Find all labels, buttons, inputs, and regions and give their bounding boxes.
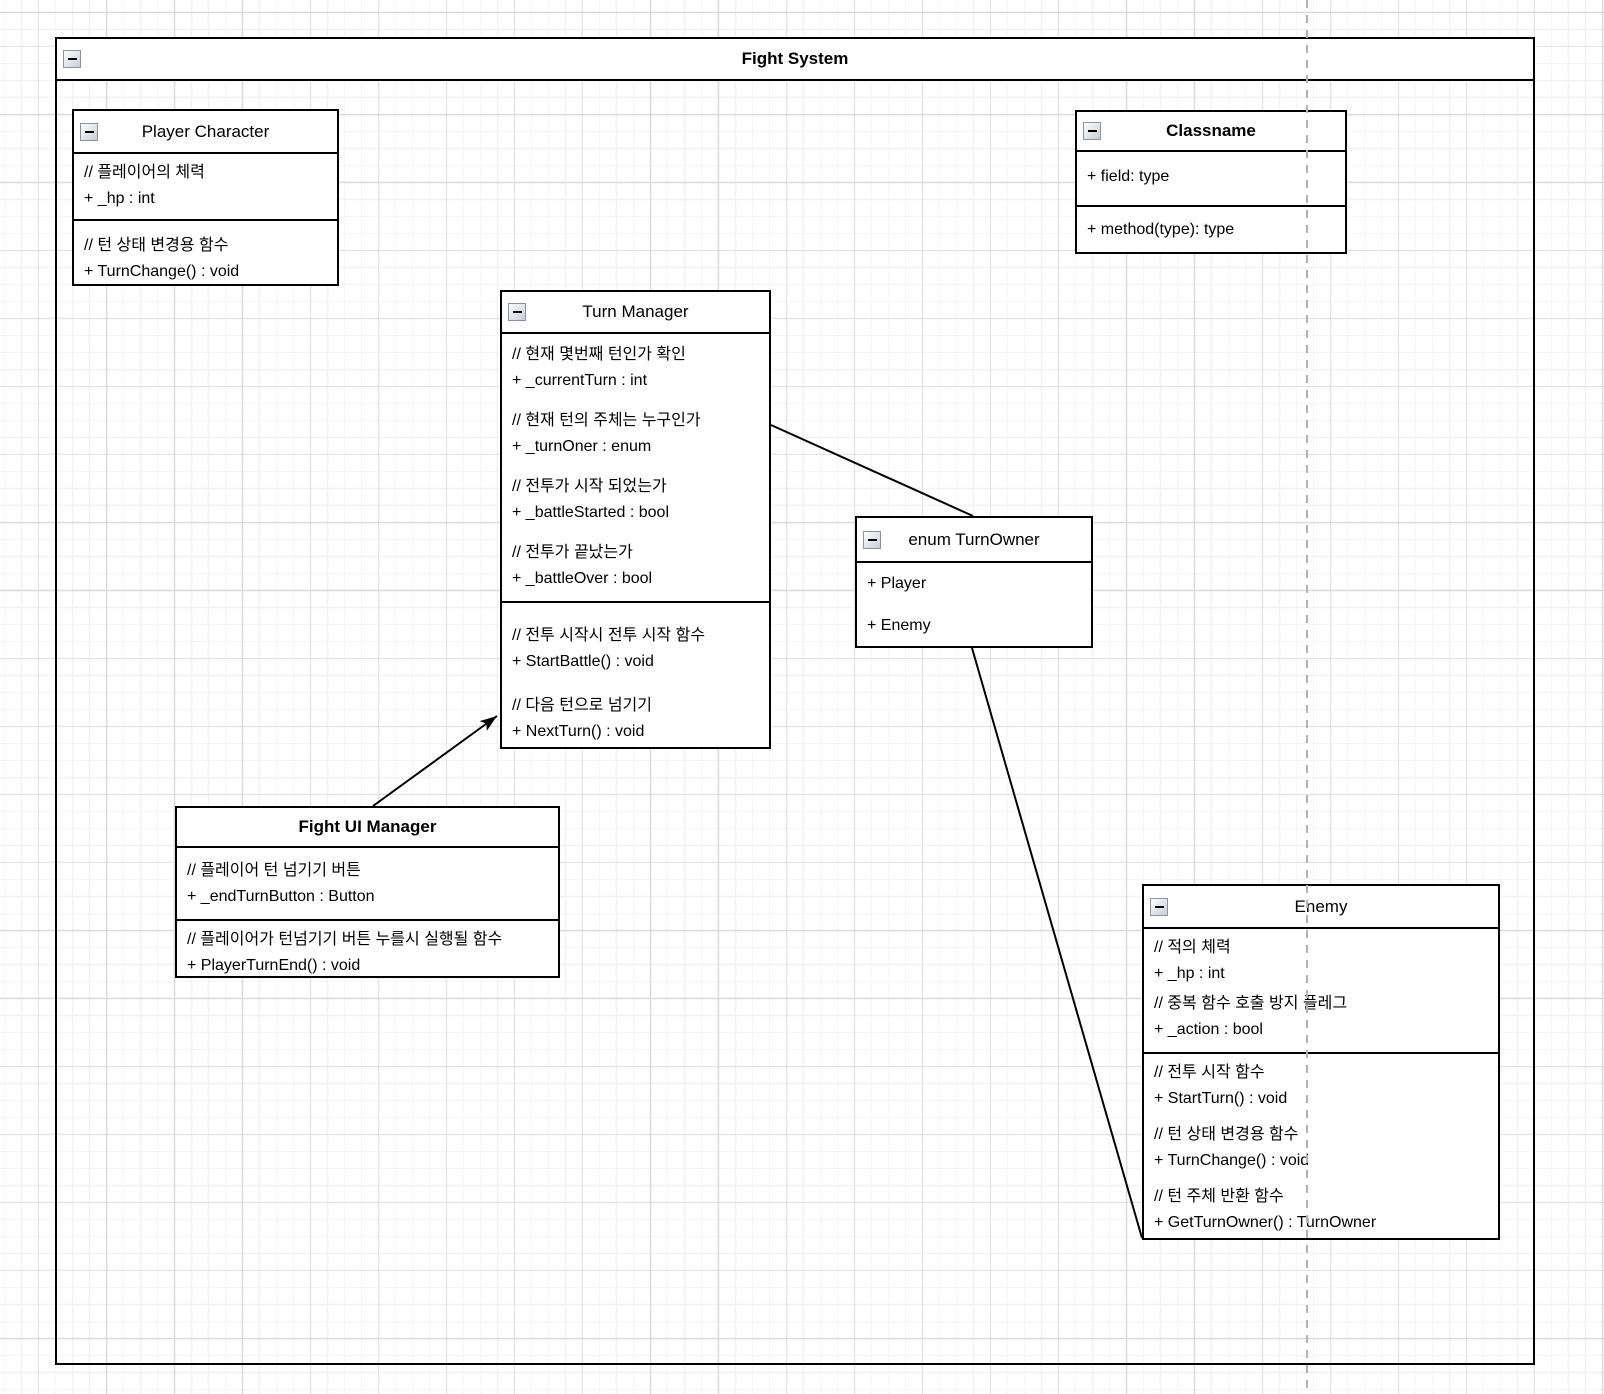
member-row: // 다음 턴으로 넘기기 + NextTurn() : void xyxy=(512,693,763,745)
member-decl: + PlayerTurnEnd() : void xyxy=(187,957,361,974)
class-title: Enemy xyxy=(1294,896,1348,916)
member-comment: // 턴 상태 변경용 함수 xyxy=(84,237,229,254)
methods-section: // 플레이어가 턴넘기기 버튼 누를시 실행될 함수 + PlayerTurn… xyxy=(177,919,558,978)
class-fight-ui-manager[interactable]: Fight UI Manager // 플레이어 턴 넘기기 버튼 + _end… xyxy=(175,806,560,978)
class-title-bar: Turn Manager xyxy=(502,292,769,334)
member-row: // 턴 주체 반환 함수 + GetTurnOwner() : TurnOwn… xyxy=(1154,1184,1492,1236)
class-title: Classname xyxy=(1166,121,1256,140)
methods-section: // 전투 시작 함수 + StartTurn() : void // 턴 상태… xyxy=(1144,1052,1498,1240)
class-title-bar: Fight UI Manager xyxy=(177,808,558,848)
class-title-bar: enum TurnOwner xyxy=(857,518,1091,563)
enum-value: + Player xyxy=(867,575,927,592)
member-decl: + NextTurn() : void xyxy=(512,723,645,740)
member-decl: + _action : bool xyxy=(1154,1021,1263,1038)
frame-title-label: Fight System xyxy=(741,49,849,68)
member-decl: + GetTurnOwner() : TurnOwner xyxy=(1154,1214,1377,1231)
class-classname[interactable]: Classname + field: type + method(type): … xyxy=(1075,110,1347,254)
member-comment: // 플레이어가 턴넘기기 버튼 누를시 실행될 함수 xyxy=(187,931,503,948)
member-row: // 전투가 끝났는가 + _battleOver : bool xyxy=(512,540,763,592)
member-decl: + _battleOver : bool xyxy=(512,570,653,587)
class-title-bar: Classname xyxy=(1077,112,1345,152)
class-player-character[interactable]: Player Character // 플레이어의 체력 + _hp : int… xyxy=(72,109,339,286)
member-comment: // 턴 주체 반환 함수 xyxy=(1154,1188,1284,1205)
member-row: // 전투가 시작 되었는가 + _battleStarted : bool xyxy=(512,474,763,526)
member-row: // 플레이어 턴 넘기기 버튼 + _endTurnButton : Butt… xyxy=(187,858,552,910)
member-decl: + _currentTurn : int xyxy=(512,372,648,389)
methods-section: + method(type): type xyxy=(1077,205,1345,252)
class-title-bar: Enemy xyxy=(1144,886,1498,929)
member-decl: + TurnChange() : void xyxy=(1154,1152,1310,1169)
collapse-icon[interactable] xyxy=(863,530,881,549)
collapse-icon[interactable] xyxy=(508,303,526,321)
member-comment: // 플레이어의 체력 xyxy=(84,164,205,181)
member-decl: + _turnOner : enum xyxy=(512,438,652,455)
collapse-icon[interactable] xyxy=(1150,897,1168,916)
member-decl: + _endTurnButton : Button xyxy=(187,888,375,905)
member-comment: // 중복 함수 호출 방지 플레그 xyxy=(1154,995,1348,1012)
member-comment: // 현재 몇번째 턴인가 확인 xyxy=(512,346,686,363)
enum-value: + Enemy xyxy=(867,616,931,634)
methods-section: // 전투 시작시 전투 시작 함수 + StartBattle() : voi… xyxy=(502,601,769,749)
page-break-line xyxy=(1306,0,1308,1394)
member-decl: + TurnChange() : void xyxy=(84,263,240,280)
member-row: // 턴 상태 변경용 함수 + TurnChange() : void xyxy=(1154,1122,1492,1174)
collapse-icon[interactable] xyxy=(80,122,98,141)
member-comment: // 전투가 끝났는가 xyxy=(512,544,633,561)
member-row: // 전투 시작시 전투 시작 함수 + StartBattle() : voi… xyxy=(512,623,763,675)
enum-value-row: + Player xyxy=(857,563,1091,605)
member-comment: // 적의 체력 xyxy=(1154,939,1231,956)
member-row: // 플레이어가 턴넘기기 버튼 누를시 실행될 함수 + PlayerTurn… xyxy=(187,927,552,979)
member-row: // 전투 시작 함수 + StartTurn() : void xyxy=(1154,1060,1492,1112)
member-row: // 플레이어의 체력 + _hp : int xyxy=(84,160,331,212)
methods-section: // 턴 상태 변경용 함수 + TurnChange() : void xyxy=(74,219,337,286)
fields-section: // 플레이어의 체력 + _hp : int xyxy=(74,154,337,219)
class-title: Turn Manager xyxy=(582,302,689,321)
collapse-icon[interactable] xyxy=(63,50,81,68)
member-comment: // 전투 시작 함수 xyxy=(1154,1064,1265,1081)
member-row: // 현재 몇번째 턴인가 확인 + _currentTurn : int xyxy=(512,342,763,394)
fields-section: // 현재 몇번째 턴인가 확인 + _currentTurn : int //… xyxy=(502,334,769,601)
member-comment: // 현재 턴의 주체는 누구인가 xyxy=(512,412,701,429)
class-title: enum TurnOwner xyxy=(908,529,1040,549)
collapse-icon[interactable] xyxy=(1083,122,1101,140)
class-enum-turnowner[interactable]: enum TurnOwner + Player + Enemy xyxy=(855,516,1093,648)
member-row: // 턴 상태 변경용 함수 + TurnChange() : void xyxy=(84,233,331,285)
member-row: // 현재 턴의 주체는 누구인가 + _turnOner : enum xyxy=(512,408,763,460)
member-decl: + _battleStarted : bool xyxy=(512,504,669,521)
fields-section: // 적의 체력 + _hp : int // 중복 함수 호출 방지 플레그 … xyxy=(1144,929,1498,1052)
member-decl: + _hp : int xyxy=(84,190,155,207)
member-row: // 적의 체력 + _hp : int xyxy=(1154,935,1492,987)
class-title-bar: Player Character xyxy=(74,111,337,154)
member-decl: + StartBattle() : void xyxy=(512,653,654,670)
member-decl: + StartTurn() : void xyxy=(1154,1090,1288,1107)
class-title: Fight UI Manager xyxy=(298,817,437,836)
member-decl: + field: type xyxy=(1087,168,1170,185)
fields-section: + field: type xyxy=(1077,152,1345,205)
member-comment: // 플레이어 턴 넘기기 버튼 xyxy=(187,862,361,879)
class-enemy[interactable]: Enemy // 적의 체력 + _hp : int // 중복 함수 호출 방… xyxy=(1142,884,1500,1240)
member-decl: + method(type): type xyxy=(1087,221,1235,238)
enum-value-row: + Enemy xyxy=(857,605,1091,646)
member-comment: // 전투 시작시 전투 시작 함수 xyxy=(512,627,706,644)
member-row: // 중복 함수 호출 방지 플레그 + _action : bool xyxy=(1154,991,1492,1043)
fight-system-frame[interactable]: Fight System xyxy=(55,37,1535,1365)
member-comment: // 턴 상태 변경용 함수 xyxy=(1154,1126,1299,1143)
fields-section: // 플레이어 턴 넘기기 버튼 + _endTurnButton : Butt… xyxy=(177,848,558,919)
class-title: Player Character xyxy=(141,121,270,141)
frame-title-bar: Fight System xyxy=(57,39,1533,81)
class-turn-manager[interactable]: Turn Manager // 현재 몇번째 턴인가 확인 + _current… xyxy=(500,290,771,749)
member-decl: + _hp : int xyxy=(1154,965,1225,982)
member-comment: // 다음 턴으로 넘기기 xyxy=(512,697,652,714)
member-comment: // 전투가 시작 되었는가 xyxy=(512,478,667,495)
